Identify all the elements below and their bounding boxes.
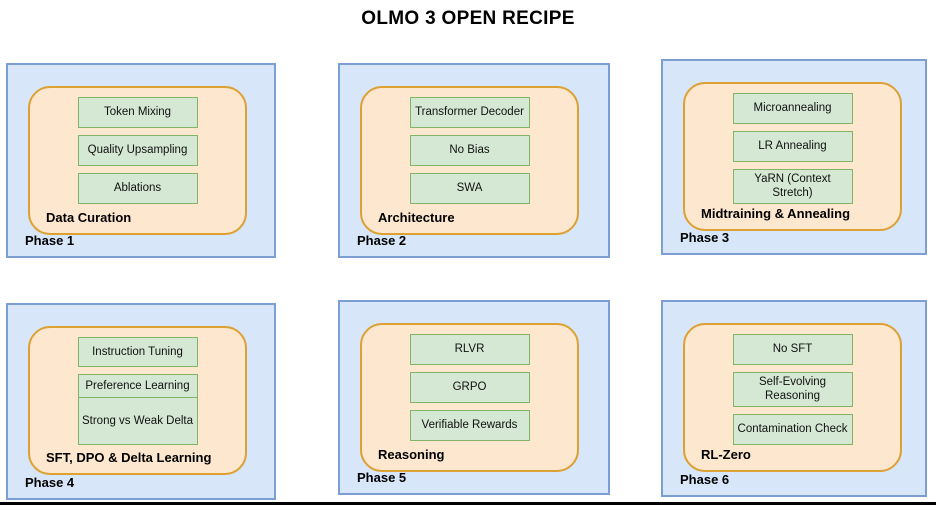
diagram-title: OLMO 3 OPEN RECIPE — [361, 8, 575, 29]
phase-1-group-box: Token Mixing Quality Upsampling Ablation… — [28, 86, 247, 235]
diagram-node: Preference Learning — [77, 374, 198, 398]
diagram-node: YaRN (Context Stretch) — [732, 169, 853, 204]
diagram-node: SWA — [409, 173, 530, 204]
phase-label: Phase 5 — [357, 470, 407, 485]
phase-6-group-box: No SFT Self-Evolving Reasoning Contamina… — [683, 323, 902, 472]
phase-3-panel: Microannealing LR Annealing YaRN (Contex… — [661, 59, 927, 255]
phase-label: Phase 4 — [25, 475, 75, 490]
phase-1-panel: Token Mixing Quality Upsampling Ablation… — [6, 63, 276, 258]
diagram-node: Self-Evolving Reasoning — [732, 372, 853, 407]
diagram-node: Instruction Tuning — [77, 337, 198, 367]
phase-4-panel: Instruction Tuning Preference Learning S… — [6, 303, 276, 500]
phase-5-group-box: RLVR GRPO Verifiable Rewards Reasoning — [360, 323, 579, 472]
phase-3-group-box: Microannealing LR Annealing YaRN (Contex… — [683, 82, 902, 231]
group-label: Data Curation — [46, 210, 132, 225]
diagram-node: Contamination Check — [732, 413, 853, 445]
diagram-node: RLVR — [409, 334, 530, 365]
phase-4-items: Instruction Tuning Preference Learning S… — [30, 337, 245, 445]
diagram-node: No Bias — [409, 135, 530, 166]
phase-2-items: Transformer Decoder No Bias SWA — [362, 97, 577, 204]
bottom-divider — [0, 502, 936, 505]
phase-6-panel: No SFT Self-Evolving Reasoning Contamina… — [661, 300, 927, 497]
diagram-node: GRPO — [409, 372, 530, 403]
diagram-node: Verifiable Rewards — [409, 410, 530, 441]
phase-5-items: RLVR GRPO Verifiable Rewards — [362, 334, 577, 441]
phase-5-panel: RLVR GRPO Verifiable Rewards Reasoning P… — [338, 300, 610, 495]
group-label: Architecture — [378, 210, 455, 225]
phase-label: Phase 3 — [680, 230, 730, 245]
group-label: Midtraining & Annealing — [701, 206, 851, 221]
diagram-node: LR Annealing — [732, 131, 853, 162]
group-label: SFT, DPO & Delta Learning — [46, 450, 212, 465]
phase-6-items: No SFT Self-Evolving Reasoning Contamina… — [685, 334, 900, 445]
phase-label: Phase 6 — [680, 472, 730, 487]
diagram-node: Transformer Decoder — [409, 97, 530, 128]
group-label: RL-Zero — [701, 447, 751, 462]
diagram-node: Quality Upsampling — [77, 135, 198, 166]
phase-2-group-box: Transformer Decoder No Bias SWA Architec… — [360, 86, 579, 235]
diagram-node: Microannealing — [732, 93, 853, 124]
phase-3-items: Microannealing LR Annealing YaRN (Contex… — [685, 93, 900, 204]
phase-label: Phase 2 — [357, 233, 407, 248]
phase-1-items: Token Mixing Quality Upsampling Ablation… — [30, 97, 245, 204]
diagram-node: Token Mixing — [77, 97, 198, 128]
diagram-node: Strong vs Weak Delta — [77, 398, 198, 445]
phase-label: Phase 1 — [25, 233, 75, 248]
diagram-node: Ablations — [77, 173, 198, 204]
phase-4-group-box: Instruction Tuning Preference Learning S… — [28, 326, 247, 475]
phase-2-panel: Transformer Decoder No Bias SWA Architec… — [338, 63, 610, 258]
diagram-node: No SFT — [732, 334, 853, 365]
group-label: Reasoning — [378, 447, 445, 462]
